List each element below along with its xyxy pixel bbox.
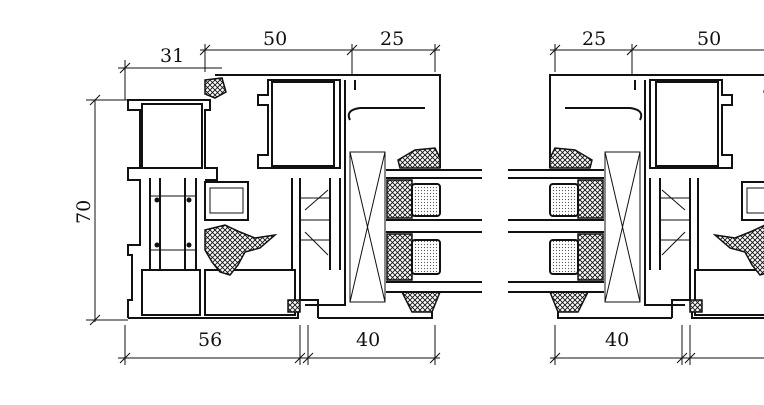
dim-label-31: 31 bbox=[160, 45, 184, 67]
dim-label-70: 70 bbox=[73, 200, 95, 224]
dimension-lines-right bbox=[549, 44, 764, 365]
right-dim-label-25: 25 bbox=[582, 28, 606, 50]
left-profile bbox=[127, 74, 483, 319]
dimension-lines-left bbox=[86, 44, 441, 365]
right-dim-label-50: 50 bbox=[697, 28, 721, 50]
right-dim-label-40: 40 bbox=[605, 329, 629, 351]
dim-label-25: 25 bbox=[380, 28, 404, 50]
right-profile bbox=[507, 74, 764, 319]
dim-label-50: 50 bbox=[263, 28, 287, 50]
dim-label-40: 40 bbox=[356, 329, 380, 351]
dim-label-56: 56 bbox=[198, 329, 222, 351]
